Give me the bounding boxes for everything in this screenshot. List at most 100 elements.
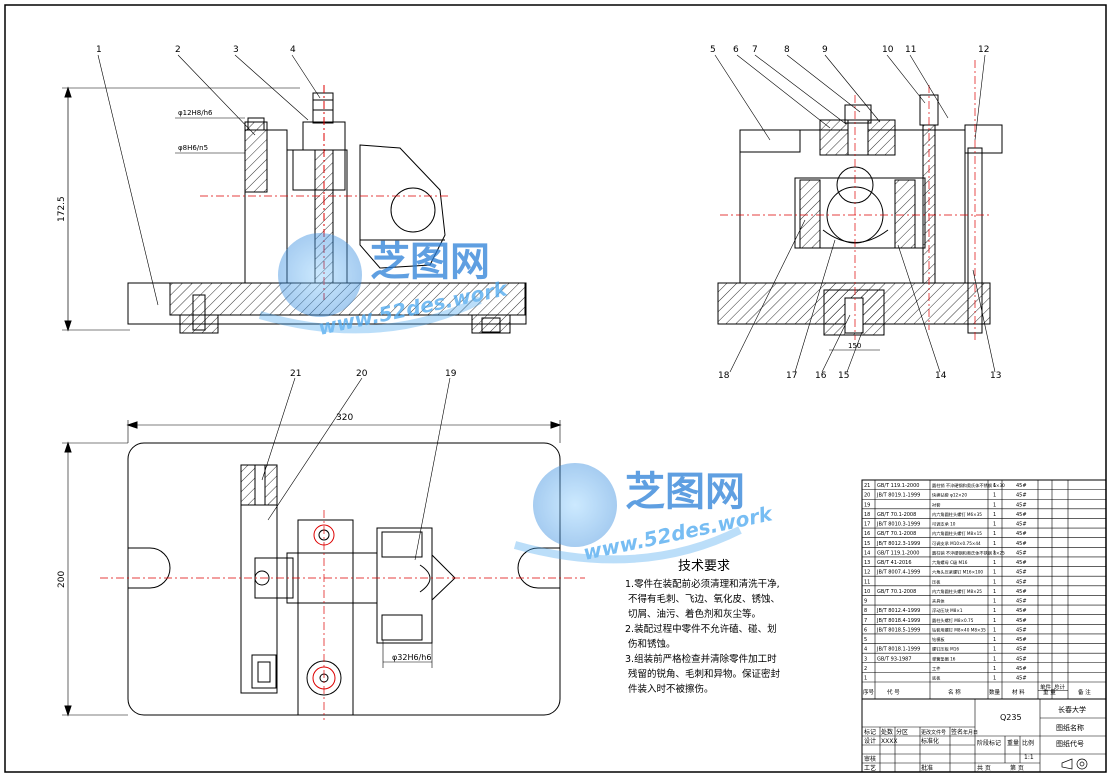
bom-cell: 45# [1016, 541, 1027, 547]
tb-label: 更改文件号 [921, 729, 946, 736]
bom-cell: 1 [993, 570, 996, 576]
balloon-label: 14 [935, 371, 947, 381]
side-view [714, 54, 1003, 373]
tb-scale: 1:1 [1024, 754, 1034, 761]
bom-cell: 1 [993, 599, 996, 605]
bom-cell: 1 [993, 579, 996, 585]
bom-cell: GB/T 41-2016 [877, 560, 912, 566]
dimension-bore: φ32H6/h6 [392, 653, 431, 662]
bom-cell: 45# [1016, 522, 1027, 528]
bom-cell: GB/T 70.1-2008 [877, 512, 916, 518]
bom-cell: 13 [864, 560, 870, 566]
bom-header: 重 量 [1043, 688, 1056, 696]
bom-cell: 圆柱头螺钉 M8×0.75 [932, 617, 974, 624]
bom-cell: GB/T 70.1-2008 [877, 531, 916, 537]
bom-cell: 18 [864, 512, 870, 518]
bom-cell: 45# [1016, 647, 1027, 653]
bom-header: 材 料 [1012, 688, 1025, 696]
dimension-depth: 200 [57, 571, 67, 588]
bom-cell: 1 [993, 502, 996, 508]
tb-label: 共 页 [977, 764, 991, 772]
bom-cell: 1 [864, 676, 867, 682]
bom-cell: 钻套用螺钉 M8×40 M8×35 [932, 626, 986, 633]
bom-cell: 圆柱销 不淬硬钢和奥氏体不锈钢 6×30 [932, 482, 1005, 489]
bom-cell: 45# [1016, 589, 1027, 595]
bom-cell: 5 [864, 637, 867, 643]
tb-label: 重量 [1007, 739, 1019, 747]
bom-cell: JB/T 8018.4-1999 [876, 618, 920, 624]
school-name: 长春大学 [1058, 705, 1086, 714]
projection-symbol [1061, 758, 1088, 770]
tb-label: 设计 [864, 737, 876, 745]
bom-cell: 1 [993, 608, 996, 614]
bom-cell: JB/T 8019.1-1999 [876, 493, 920, 499]
sheet-border [4, 4, 1107, 773]
tb-label: 处数 [881, 728, 893, 736]
bom-cell: 19 [864, 502, 870, 508]
bom-cell: 45# [1016, 579, 1027, 585]
tb-label: 比例 [1022, 739, 1034, 747]
tech-line: 残留的锐角、毛刺和异物。保证密封 [628, 668, 781, 680]
bom-cell: 45# [1016, 560, 1027, 566]
balloon-label: 15 [838, 371, 849, 381]
bom-cell: 12 [864, 570, 870, 576]
front-view-labels: 1 2 3 4 172.5 φ12H8/h6 φ8H6/n5 [57, 45, 296, 222]
balloon-label: 2 [175, 45, 181, 55]
material-label: Q235 [1000, 713, 1022, 722]
bom-cell: 1 [993, 541, 996, 547]
bom-cell: 45# [1016, 570, 1027, 576]
bom-cell: 45# [1016, 599, 1027, 605]
bom-cell: 14 [864, 550, 870, 556]
bom-header: 名 称 [948, 688, 961, 696]
watermark-brand: 芝图网 [625, 469, 745, 515]
bom-cell: 15 [864, 541, 870, 547]
balloon-label: 12 [978, 45, 989, 55]
bom-cell: 8 [864, 608, 867, 614]
balloon-label: 13 [990, 371, 1001, 381]
dimension-fit-2: φ8H6/n5 [178, 144, 208, 152]
bom-header: 数量 [989, 688, 1001, 696]
bom-cell: 1 [993, 637, 996, 643]
bom-cell: 内六角圆柱头螺钉 M8×15 [932, 530, 982, 537]
bom-cell: 1 [993, 676, 996, 682]
balloon-label: 4 [290, 45, 296, 55]
bom-cell: 1 [993, 627, 996, 633]
bom-cell: 1 [993, 666, 996, 672]
balloon-label: 3 [233, 45, 239, 55]
bom-header: 单件 [1040, 683, 1052, 691]
tech-line: 伤和锈蚀。 [628, 638, 676, 650]
bom-cell: JB/T 8007.4-1999 [876, 570, 920, 576]
bom-cell: 六角头压紧螺钉 M16×100 [932, 569, 983, 576]
drawing-code: 图纸代号 [1056, 739, 1084, 748]
bom-cell: 45# [1016, 512, 1027, 518]
bom-cell: 1 [993, 550, 996, 556]
balloon-label: 16 [815, 371, 827, 381]
bom-cell: 2 [864, 666, 867, 672]
technical-requirements: 技术要求 1.零件在装配前必须清理和清洗干净, 不得有毛刺、飞边、氧化皮、锈蚀、… [625, 559, 781, 695]
bom-cell: JB/T 8018.5-1999 [876, 627, 920, 633]
bom-cell: 9 [864, 599, 867, 605]
drawing-name: 图纸名称 [1056, 723, 1084, 732]
bom-header: 备 注 [1078, 688, 1091, 696]
bom-cell: 7 [864, 618, 867, 624]
bom-cell: 45# [1016, 627, 1027, 633]
top-view [62, 377, 585, 720]
tech-line: 切屑、油污、着色剂和灰尘等。 [628, 608, 761, 620]
balloon-label: 6 [733, 45, 739, 55]
bom-cell: 45# [1016, 483, 1027, 489]
bom-cell: 21 [864, 483, 870, 489]
balloon-label: 11 [905, 45, 916, 55]
bom-cell: 内六角圆柱头螺钉 M8×25 [932, 588, 982, 595]
tb-label: 标准化 [921, 737, 939, 745]
balloon-label: 5 [710, 45, 716, 55]
bom-cell: 1 [993, 647, 996, 653]
bom-cell: 45# [1016, 666, 1027, 672]
bom-cell: 45# [1016, 608, 1027, 614]
bom-cell: 20 [864, 493, 870, 499]
bom-cell: 1 [993, 560, 996, 566]
bom-cell: 底板 [932, 675, 941, 682]
balloon-label: 1 [96, 45, 102, 55]
bom-header: 序号 [863, 688, 875, 696]
bom-cell: 内六角圆柱头螺钉 M6×35 [932, 511, 982, 518]
